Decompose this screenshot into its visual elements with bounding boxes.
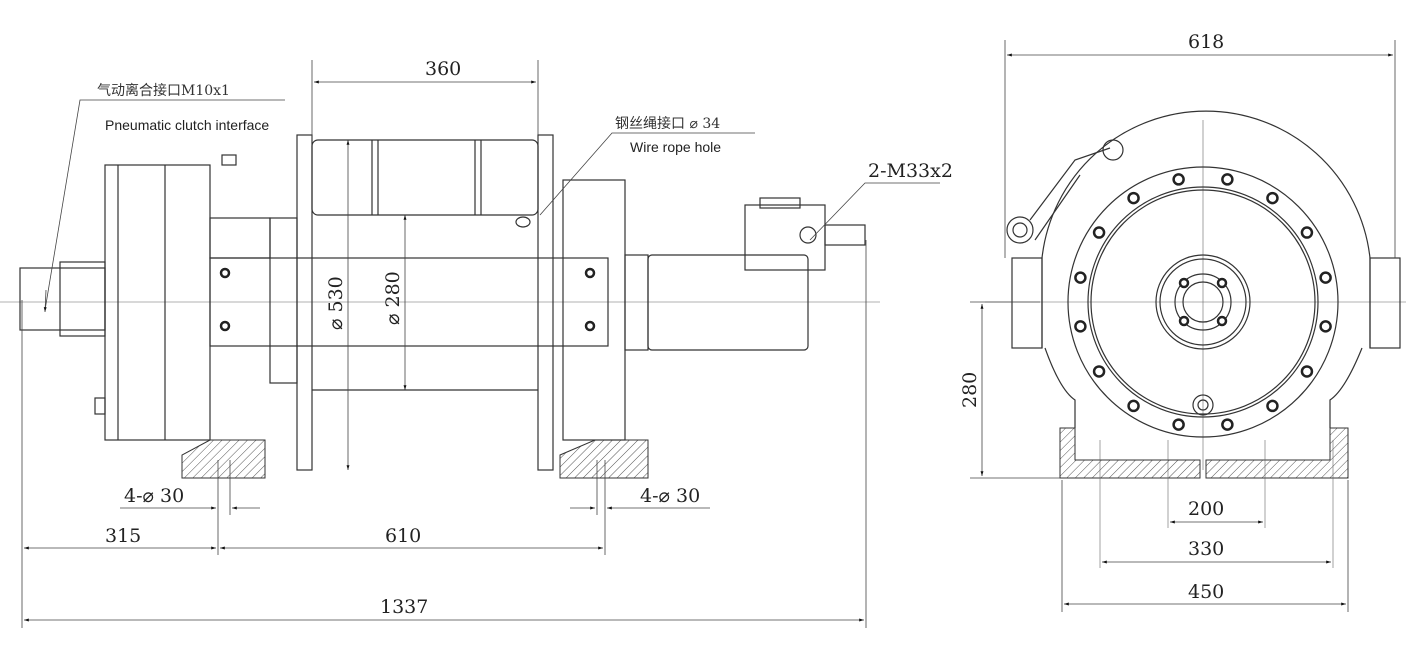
drum-flange-right — [537, 134, 554, 471]
wire-rope — [311, 139, 539, 216]
hub — [1155, 254, 1251, 350]
dim-200: 200 — [1188, 498, 1224, 520]
flange-bolts — [1074, 173, 1332, 431]
rope-label-cn: 钢丝绳接口 ⌀ 34 — [615, 115, 720, 132]
valve-block — [744, 204, 826, 271]
flange-bolt — [1172, 173, 1185, 186]
flange-bolt — [1127, 191, 1140, 205]
dim-360: 360 — [425, 58, 461, 80]
flange-bolt — [1300, 365, 1314, 378]
flange-bolt — [1092, 365, 1106, 378]
dim-530: ⌀ 530 — [325, 276, 347, 330]
foot-left — [181, 439, 266, 479]
dim-280-height: 280 — [959, 372, 981, 408]
pneumatic-label-en: Pneumatic clutch interface — [105, 117, 269, 133]
flange-bolt — [1221, 173, 1234, 186]
side-plate — [562, 179, 626, 441]
rope-label-en: Wire rope hole — [630, 139, 721, 155]
flange-bolt — [1266, 191, 1279, 205]
flange — [1067, 166, 1339, 438]
dim-holes-left: 4-⌀ 30 — [124, 485, 184, 507]
dim-holes-right: 4-⌀ 30 — [640, 485, 700, 507]
dim-280-drum: ⌀ 280 — [382, 271, 404, 325]
clutch-shaft — [19, 267, 106, 331]
dim-618: 618 — [1188, 31, 1224, 53]
drum-flange-left — [296, 134, 313, 471]
dim-330: 330 — [1188, 538, 1224, 560]
pneumatic-label-cn: 气动离合接口M10x1 — [97, 82, 230, 99]
flange-bolt — [1074, 320, 1087, 333]
flange-bolt — [1074, 271, 1087, 284]
dim-610: 610 — [385, 525, 421, 547]
dim-315: 315 — [105, 525, 141, 547]
flange-bolt — [1172, 418, 1185, 431]
dim-1337: 1337 — [380, 596, 428, 618]
foot-right — [559, 439, 649, 479]
flange-bolt — [1319, 271, 1332, 284]
side-view — [19, 134, 866, 479]
flange-bolt — [1092, 226, 1106, 239]
thread-label: 2-M33x2 — [868, 160, 953, 182]
flange-bolt — [1300, 226, 1314, 239]
hydraulic-motor — [647, 254, 809, 351]
front-view — [1006, 110, 1401, 568]
frame-beam — [209, 257, 609, 347]
flange-bolt — [1221, 418, 1234, 431]
clutch-housing — [104, 164, 211, 441]
dimension-lines — [21, 40, 1396, 628]
flange-bolt — [1127, 399, 1140, 413]
flange-bolt — [1266, 399, 1279, 413]
dim-450: 450 — [1188, 581, 1224, 603]
flange-bolt — [1319, 320, 1332, 333]
